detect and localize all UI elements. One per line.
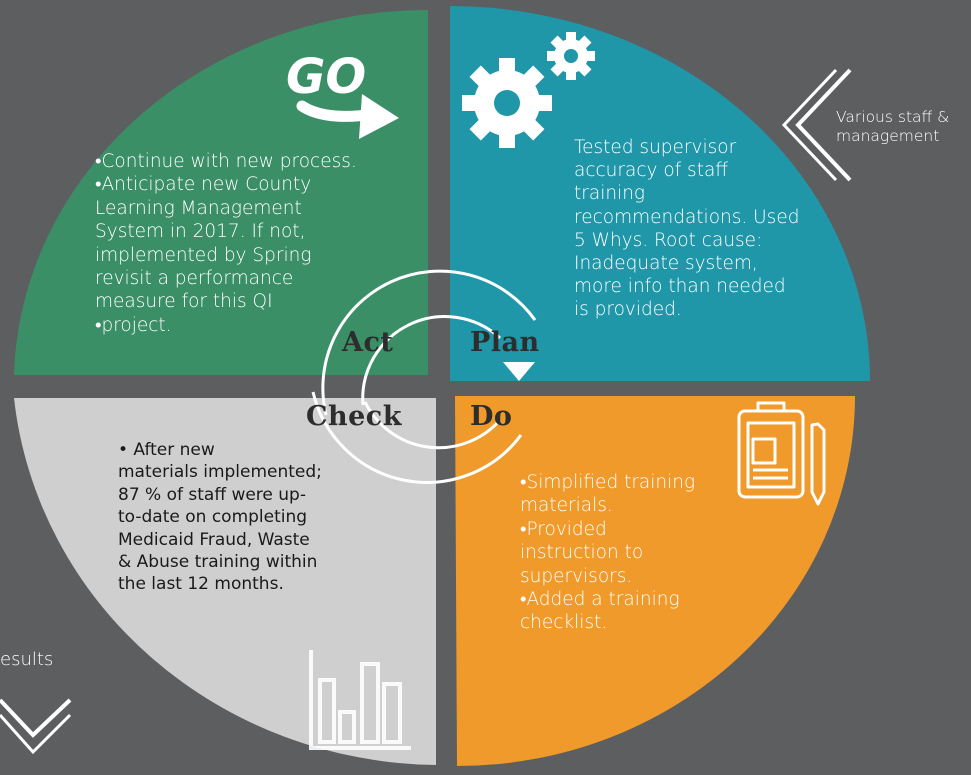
bar-chart-icon [309, 650, 411, 750]
cycle-arrowhead-icon [503, 362, 535, 381]
top-right-side-label: Various staff & management [836, 108, 950, 145]
plan-label: Plan [470, 327, 540, 358]
down-chevron-inner-icon [0, 713, 72, 755]
bottom-left-side-label: esults [0, 649, 54, 670]
check-label: Check [306, 401, 402, 432]
plan-quadrant [450, 6, 870, 381]
svg-text:GO: GO [286, 49, 366, 105]
gears-icon [462, 32, 595, 148]
plan-quadrant-text: Tested supervisor accuracy of staff trai… [574, 137, 800, 321]
left-chevron-icon [795, 68, 852, 182]
down-chevron-icon [0, 698, 72, 738]
act-quadrant [14, 9, 428, 376]
cycle-arrows-icon [311, 269, 537, 484]
act-quadrant-text: •Continue with new process. •Anticipate … [95, 151, 357, 336]
do-label: Do [470, 401, 513, 432]
do-quadrant-text: •Simplified training materials. •Provide… [520, 472, 696, 634]
check-quadrant [14, 398, 436, 765]
go-arrow-icon: GO [286, 49, 399, 139]
clipboard-icon [737, 401, 826, 506]
act-label: Act [342, 327, 394, 358]
check-quadrant-text: • After new materials implemented; 87 % … [118, 440, 322, 595]
left-chevron-inner-icon [781, 68, 838, 182]
